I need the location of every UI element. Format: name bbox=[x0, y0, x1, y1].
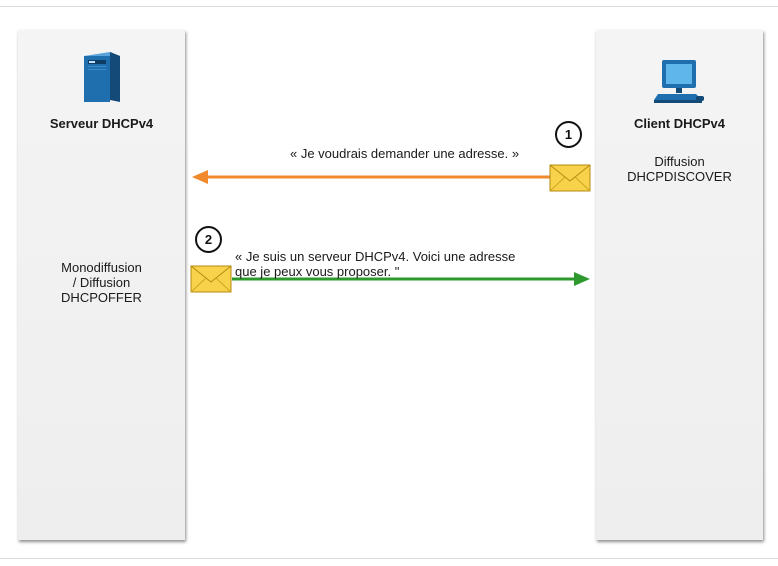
client-panel: Client DHCPv4 Diffusion DHCPDISCOVER bbox=[596, 30, 763, 540]
envelope-icon bbox=[549, 164, 591, 192]
client-mode-line: Diffusion bbox=[654, 154, 705, 169]
arrow-step-1 bbox=[192, 170, 550, 184]
message-line: « Je suis un serveur DHCPv4. Voici une a… bbox=[235, 249, 516, 264]
server-panel: Serveur DHCPv4 Monodiffusion / Diffusion… bbox=[18, 30, 185, 540]
desktop-computer-icon bbox=[654, 60, 704, 103]
client-title: Client DHCPv4 bbox=[633, 116, 726, 131]
server-title: Serveur DHCPv4 bbox=[49, 116, 154, 131]
server-mode-line: DHCPOFFER bbox=[61, 290, 142, 305]
message-line: que je peux vous proposer. " bbox=[235, 264, 400, 279]
message-text-2: « Je suis un serveur DHCPv4. Voici une a… bbox=[235, 249, 515, 279]
arrow-step-2 bbox=[232, 272, 590, 286]
step-badge-2: 2 bbox=[195, 226, 222, 253]
client-mode-line: DHCPDISCOVER bbox=[627, 169, 732, 184]
client-mode: Diffusion DHCPDISCOVER bbox=[596, 154, 763, 184]
step-badge-1: 1 bbox=[555, 121, 582, 148]
frame-top-border bbox=[0, 6, 778, 7]
server-mode-line: Monodiffusion bbox=[61, 260, 142, 275]
server-mode: Monodiffusion / Diffusion DHCPOFFER bbox=[18, 260, 185, 305]
message-text-1: « Je voudrais demander une adresse. » bbox=[290, 146, 519, 161]
server-tower-icon bbox=[84, 52, 120, 102]
envelope-icon bbox=[190, 265, 232, 293]
message-line: « Je voudrais demander une adresse. » bbox=[290, 146, 520, 161]
server-mode-line: / Diffusion bbox=[72, 275, 131, 290]
frame-bottom-border bbox=[0, 558, 778, 559]
